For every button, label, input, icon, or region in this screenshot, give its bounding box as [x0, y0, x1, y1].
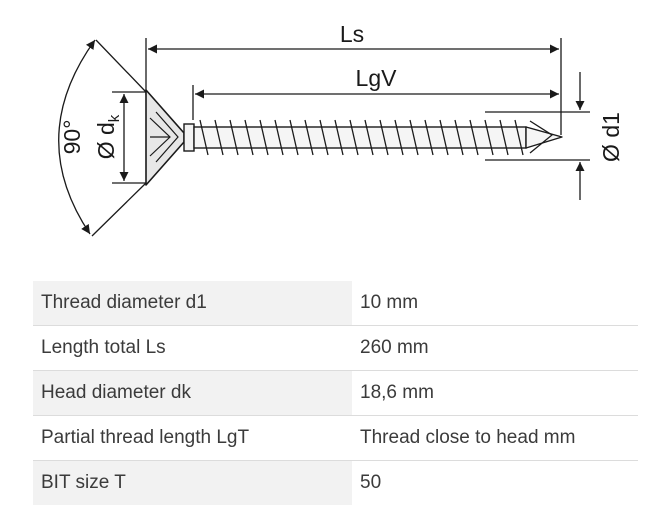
table-row: BIT size T 50	[33, 460, 638, 505]
angle-label: 90°	[59, 120, 85, 155]
row-value: 18,6 mm	[352, 370, 638, 416]
row-label: Partial thread length LgT	[33, 415, 352, 461]
screw-dimension-diagram: Ls LgV Ø d1 Ø dk 90°	[58, 21, 624, 237]
row-value: 10 mm	[352, 281, 638, 326]
thread-length-label: LgV	[356, 65, 398, 91]
table-row: Length total Ls 260 mm	[33, 325, 638, 371]
row-value: 260 mm	[352, 325, 638, 371]
table-row: Thread diameter d1 10 mm	[33, 281, 638, 326]
row-label: BIT size T	[33, 460, 352, 505]
row-label: Length total Ls	[33, 325, 352, 371]
row-value: 50	[352, 460, 638, 505]
extension-lines	[112, 38, 590, 184]
screw-shank	[193, 119, 563, 156]
table-row: Partial thread length LgT Thread close t…	[33, 415, 638, 461]
head-diameter-label: Ø dk	[93, 114, 123, 159]
spec-table: Thread diameter d1 10 mm Length total Ls…	[33, 281, 638, 505]
row-label: Thread diameter d1	[33, 281, 352, 326]
row-value: Thread close to head mm	[352, 415, 638, 461]
thread-diameter-label: Ø d1	[598, 112, 624, 162]
table-row: Head diameter dk 18,6 mm	[33, 370, 638, 416]
screw-tip	[525, 126, 563, 149]
thread-pattern	[199, 119, 524, 156]
length-total-label: Ls	[340, 21, 364, 47]
angle-dimension	[58, 39, 147, 237]
row-label: Head diameter dk	[33, 370, 352, 416]
screw-head	[145, 89, 195, 186]
